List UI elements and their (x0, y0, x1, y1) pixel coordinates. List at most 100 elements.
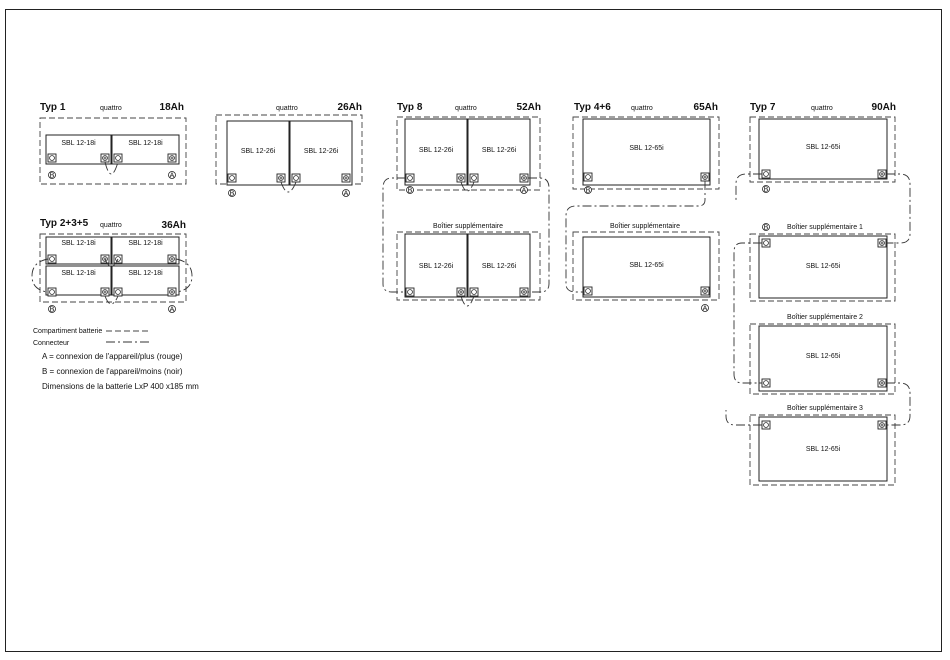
typ235-quattro: quattro (100, 222, 122, 229)
typ8-battery-1-label: SBL 12-26i (419, 147, 454, 154)
typ7-compartment-3 (749, 323, 896, 395)
typ8-battery-3-label: SBL 12-26i (419, 263, 454, 270)
group-typ-8: Typ 8 quattro 52Ah SBL 12-26i SBL 12-26i… (382, 102, 550, 307)
typ8-terminal-b: B (408, 188, 413, 195)
typ7-battery-4-label: SBL 12-65i (806, 446, 841, 453)
typ46-connector (565, 181, 706, 293)
typ1-connector (104, 161, 119, 175)
typ7-connector-2 (733, 242, 762, 384)
g26-connector (280, 181, 297, 193)
typ7-capacity: 90Ah (872, 102, 896, 113)
legend-compartment-label: Compartiment batterie (33, 328, 102, 335)
typ7-extra-box-2-title: Boîtier supplémentaire 2 (787, 314, 863, 321)
group-typ-1: Typ 1 quattro 18Ah SBL 12-18i SBL 12-18i… (39, 102, 187, 185)
typ8-connector-right (528, 177, 550, 293)
typ1-capacity: 18Ah (160, 102, 184, 113)
typ46-battery-2 (582, 236, 711, 298)
legend: Compartiment batterie Connecteur A = con… (33, 328, 199, 391)
typ1-terminal-b: B (50, 173, 55, 180)
typ8-connector-1 (460, 181, 475, 192)
group-26ah: quattro 26Ah SBL 12-26i SBL 12-26i B A (215, 102, 363, 198)
typ7-battery-2-label: SBL 12-65i (806, 263, 841, 270)
typ7-compartment-2 (749, 233, 896, 302)
typ7-battery-3 (758, 325, 888, 392)
typ235-battery-2-label: SBL 12-18i (128, 240, 163, 247)
typ235-compartment (39, 233, 187, 303)
typ7-connector-1 (886, 173, 911, 244)
typ235-terminal-a: A (170, 307, 175, 314)
typ7-connector-3 (886, 382, 911, 426)
typ46-battery-2-label: SBL 12-65i (629, 262, 664, 269)
g26-terminal-a: A (344, 191, 349, 198)
typ8-title: Typ 8 (397, 102, 423, 113)
legend-connector-label: Connecteur (33, 340, 70, 347)
typ7-terminal-b-top: B (764, 187, 769, 194)
group-typ-2-3-5: Typ 2+3+5 quattro 36Ah SBL 12-18i SBL 12… (31, 218, 193, 314)
g26-battery-2-label: SBL 12-26i (304, 148, 339, 155)
typ7-quattro: quattro (811, 105, 833, 112)
typ8-battery-2-label: SBL 12-26i (482, 147, 517, 154)
typ7-battery-4 (758, 416, 888, 482)
typ8-battery-3 (404, 233, 468, 298)
typ8-quattro: quattro (455, 105, 477, 112)
typ1-quattro: quattro (100, 105, 122, 112)
typ46-quattro: quattro (631, 105, 653, 112)
typ7-connector-top (735, 173, 762, 200)
typ46-battery-1 (582, 118, 711, 186)
typ235-connector-top (104, 258, 119, 267)
typ46-terminal-a: A (703, 306, 708, 313)
typ235-battery-3-label: SBL 12-18i (61, 270, 96, 277)
typ7-battery-3-label: SBL 12-65i (806, 353, 841, 360)
typ8-connector-left (382, 177, 406, 293)
typ7-connector-bottom (725, 410, 762, 426)
typ8-battery-4 (467, 233, 531, 298)
typ235-terminal-b: B (50, 307, 55, 314)
typ46-title: Typ 4+6 (574, 102, 611, 113)
typ7-battery-2 (758, 235, 888, 299)
typ235-battery-1-label: SBL 12-18i (61, 240, 96, 247)
typ1-title: Typ 1 (40, 102, 66, 113)
typ235-battery-4-label: SBL 12-18i (128, 270, 163, 277)
typ1-battery-2-label: SBL 12-18i (128, 140, 163, 147)
typ46-extra-box-title: Boîtier supplémentaire (610, 223, 680, 230)
typ46-terminal-b: B (586, 188, 591, 195)
g26-battery-1-label: SBL 12-26i (241, 148, 276, 155)
typ46-compartment-1 (572, 116, 720, 190)
drawing-frame (5, 9, 942, 652)
typ8-extra-box-title: Boîtier supplémentaire (433, 223, 503, 230)
g26-capacity: 26Ah (338, 102, 362, 113)
typ46-capacity: 65Ah (694, 102, 718, 113)
typ8-connector-2 (460, 295, 475, 307)
typ8-battery-4-label: SBL 12-26i (482, 263, 517, 270)
typ7-extra-box-1-title: Boîtier supplémentaire 1 (787, 224, 863, 231)
typ235-battery-1 (45, 236, 112, 265)
g26-quattro: quattro (276, 105, 298, 112)
typ7-battery-1 (758, 118, 888, 180)
typ7-terminal-b-2: B (764, 225, 769, 232)
typ1-compartment (39, 117, 187, 185)
typ235-connector-right (175, 258, 193, 293)
typ7-compartment-4 (749, 414, 896, 486)
typ46-compartment-2 (572, 231, 720, 301)
group-typ-7: Typ 7 quattro 90Ah SBL 12-65i B B Boîtie… (725, 102, 911, 486)
typ235-battery-3 (45, 265, 112, 296)
typ46-battery-1-label: SBL 12-65i (629, 145, 664, 152)
legend-dimensions: Dimensions de la batterie LxP 400 x185 m… (42, 382, 199, 391)
typ7-battery-1-label: SBL 12-65i (806, 144, 841, 151)
typ235-connector-bottom (104, 295, 119, 305)
typ7-extra-box-3-title: Boîtier supplémentaire 3 (787, 405, 863, 412)
typ235-title: Typ 2+3+5 (40, 218, 89, 229)
typ7-title: Typ 7 (750, 102, 776, 113)
group-typ-4-6: Typ 4+6 quattro 65Ah SBL 12-65i B Boîtie… (565, 102, 720, 313)
legend-line-a: A = connexion de l'appareil/plus (rouge) (42, 352, 183, 361)
typ235-capacity: 36Ah (162, 220, 186, 231)
typ8-capacity: 52Ah (517, 102, 541, 113)
typ8-terminal-a: A (522, 188, 527, 195)
typ1-battery-1-label: SBL 12-18i (61, 140, 96, 147)
legend-line-b: B = connexion de l'appareil/moins (noir) (42, 367, 183, 376)
typ235-connector-left (31, 258, 49, 293)
typ1-terminal-a: A (170, 173, 175, 180)
typ1-battery-1 (45, 134, 112, 165)
g26-terminal-b: B (230, 191, 235, 198)
